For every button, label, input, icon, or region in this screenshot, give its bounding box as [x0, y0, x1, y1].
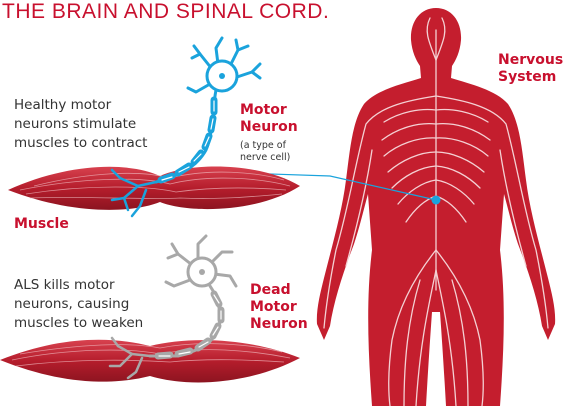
healthy-description: Healthy motor neurons stimulate muscles …: [14, 96, 147, 153]
muscle-label: Muscle: [14, 216, 69, 233]
healthy-description-line: muscles to contract: [14, 134, 147, 153]
motor-neuron-note: (a type of nerve cell): [240, 140, 290, 164]
motor-neuron-label-line: Neuron: [240, 119, 298, 136]
page-title: THE BRAIN AND SPINAL CORD.: [2, 0, 329, 24]
weak-muscle: [0, 340, 300, 383]
als-description-line: ALS kills motor: [14, 276, 143, 295]
dead-motor-neuron-label-line: Neuron: [250, 316, 308, 333]
nervous-system-label: Nervous System: [498, 52, 563, 86]
motor-neuron-note-line: (a type of: [240, 140, 290, 152]
dead-motor-neuron-label-line: Dead: [250, 282, 308, 299]
dead-motor-neuron-label: Dead Motor Neuron: [250, 282, 308, 333]
als-description: ALS kills motor neurons, causing muscles…: [14, 276, 143, 333]
nervous-system-label-line: System: [498, 69, 563, 86]
motor-neuron-label: Motor Neuron: [240, 102, 298, 136]
nervous-system-label-line: Nervous: [498, 52, 563, 69]
dead-motor-neuron-label-line: Motor: [250, 299, 308, 316]
motor-neuron-label-line: Motor: [240, 102, 298, 119]
healthy-description-line: neurons stimulate: [14, 115, 147, 134]
healthy-description-line: Healthy motor: [14, 96, 147, 115]
als-description-line: neurons, causing: [14, 295, 143, 314]
healthy-muscle: [8, 167, 300, 210]
motor-neuron-note-line: nerve cell): [240, 152, 290, 164]
als-description-line: muscles to weaken: [14, 314, 143, 333]
